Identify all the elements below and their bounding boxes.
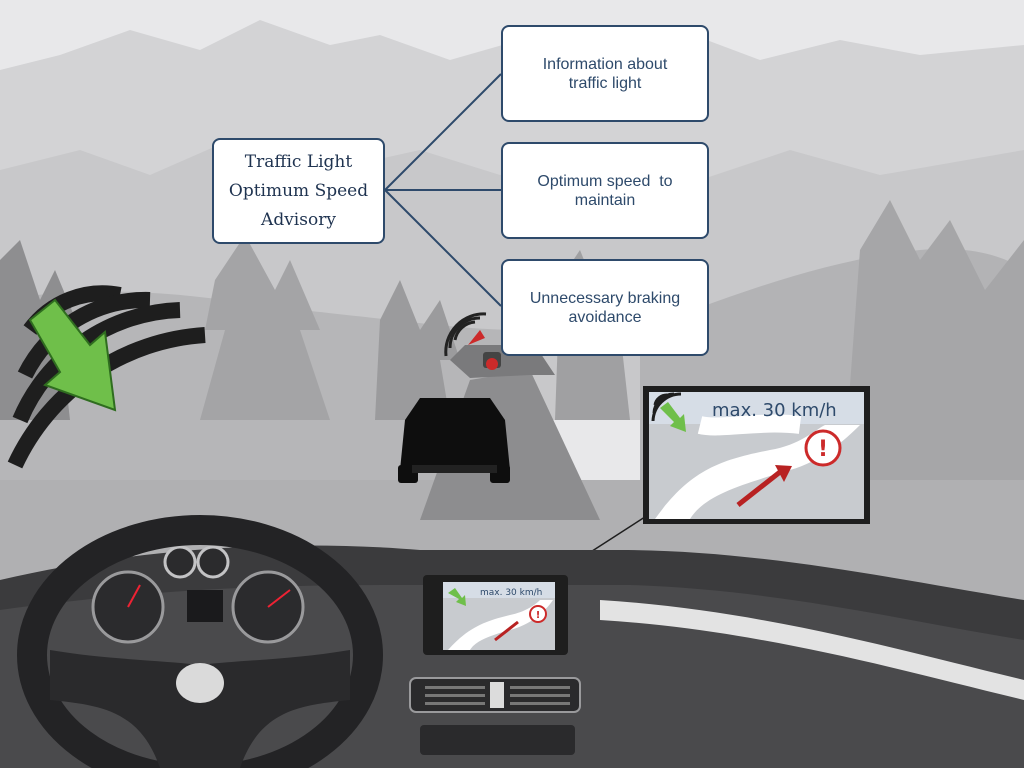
signal-arrow-icon	[28, 298, 117, 412]
child-node-line: Information about	[542, 55, 668, 73]
root-node-line-1: Traffic Light	[244, 151, 353, 172]
child-node-line: traffic light	[568, 74, 642, 92]
child-node-line: maintain	[574, 191, 636, 209]
tree-cluster-center	[200, 235, 330, 420]
dash-trim	[600, 600, 1024, 700]
child-node-line: avoidance	[568, 308, 642, 326]
instrument-cluster	[91, 545, 305, 644]
traffic-light-red	[486, 358, 498, 370]
child-node-line: Optimum speed to	[537, 172, 673, 190]
connector-lines	[384, 73, 502, 307]
tree-cluster-right	[840, 200, 1024, 520]
child-node-line: Unnecessary braking	[529, 289, 681, 307]
tree-cluster-center-2	[375, 280, 460, 420]
air-vents	[409, 677, 581, 755]
alert-symbol-large: !	[818, 437, 828, 462]
root-node-line-2: Optimum Speed	[228, 180, 369, 201]
root-node-traffic-light-advisory: Traffic Light Optimum Speed Advisory	[212, 138, 385, 244]
signal-arrow-icon	[468, 330, 485, 345]
car-silhouette-icon	[398, 398, 510, 483]
console-display	[423, 575, 568, 655]
alert-icon	[529, 605, 547, 623]
steering-wheel-icon	[17, 515, 383, 768]
alert-icon	[804, 429, 842, 467]
alert-symbol-small: !	[536, 610, 541, 621]
child-node-braking-avoidance: Unnecessary braking avoidance	[501, 259, 709, 356]
speed-limit-text-small: max. 30 km/h	[480, 588, 542, 598]
speed-limit-text-large: max. 30 km/h	[712, 400, 837, 421]
root-node-line-3: Advisory	[261, 209, 336, 230]
child-node-optimum-speed: Optimum speed to maintain	[501, 142, 709, 239]
wireless-signal-icon	[444, 312, 487, 357]
child-node-information: Information about traffic light	[501, 25, 709, 122]
large-display	[643, 386, 870, 524]
